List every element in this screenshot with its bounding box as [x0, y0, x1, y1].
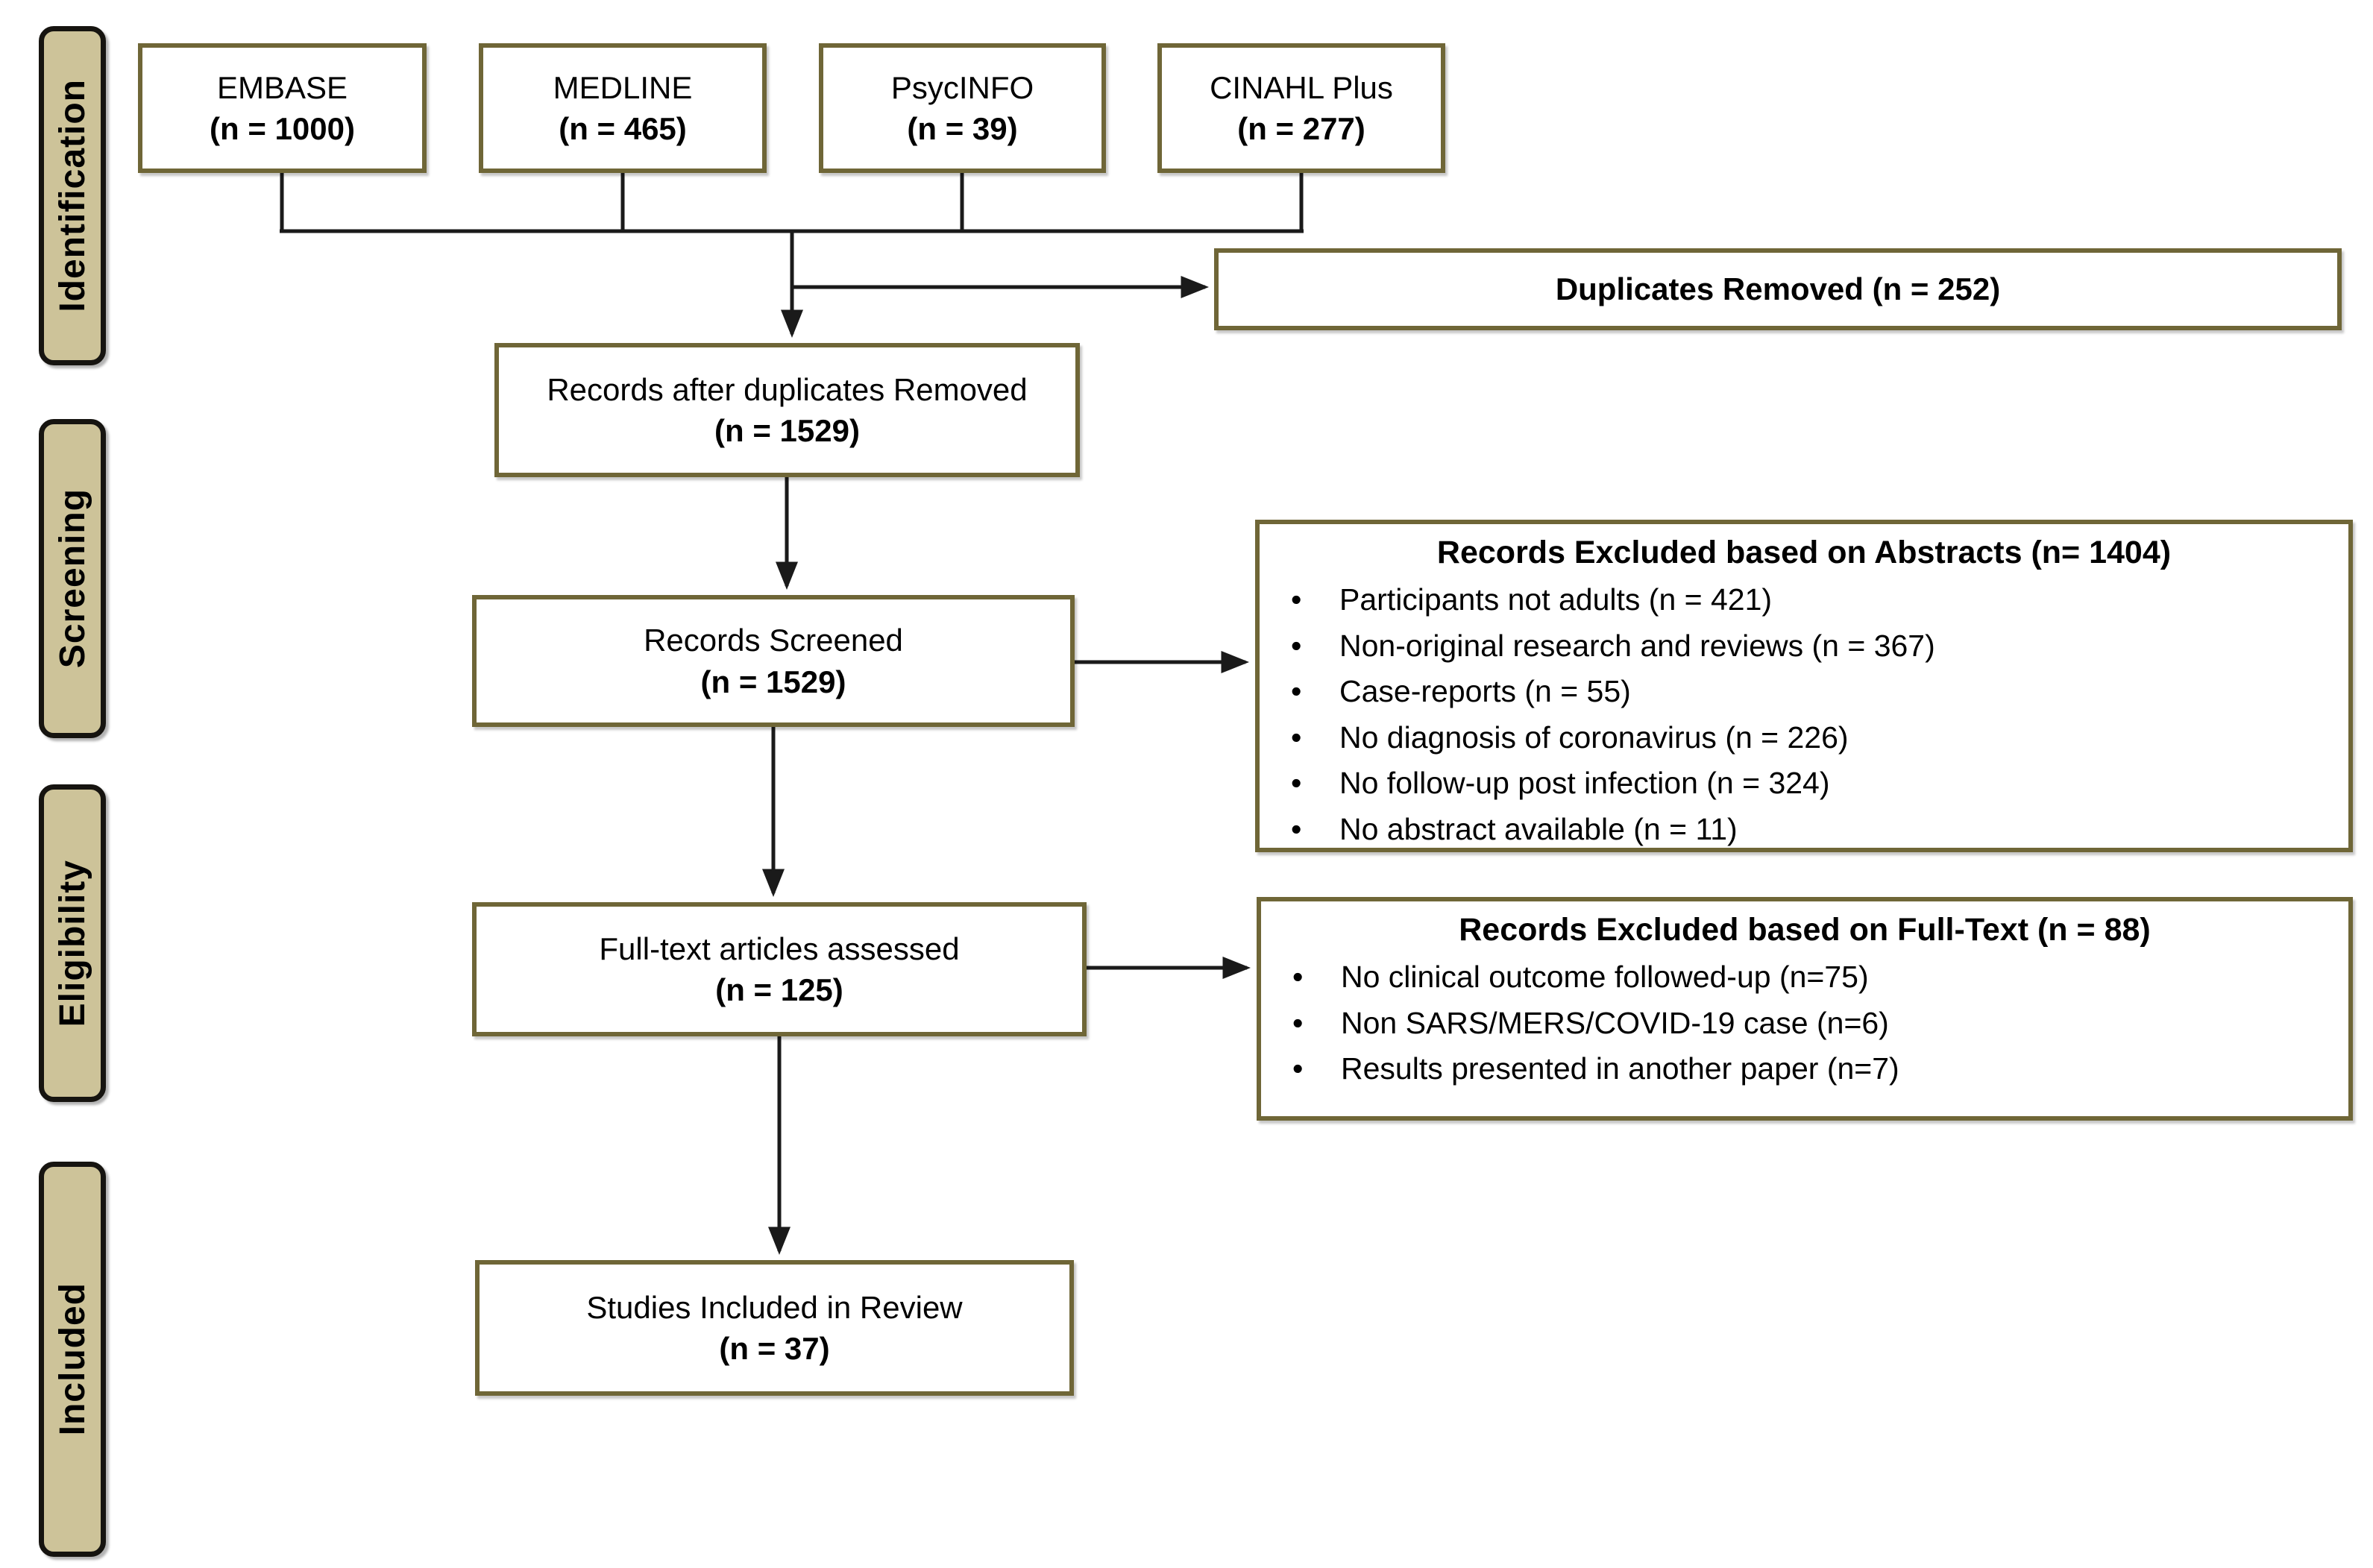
- source-name: CINAHL Plus: [1210, 69, 1393, 105]
- source-count: (n = 39): [907, 111, 1018, 146]
- stage-bar-included: Included: [39, 1162, 106, 1557]
- source-box-embase: EMBASE (n = 1000): [138, 43, 427, 173]
- abstracts-exclusion-title: Records Excluded based on Abstracts (n= …: [1436, 535, 2172, 570]
- studies-included-box: Studies Included in Review (n = 37): [475, 1260, 1074, 1396]
- duplicates-removed-box: Duplicates Removed (n = 252): [1214, 248, 2342, 330]
- source-box-cinahl-plus: CINAHL Plus (n = 277): [1157, 43, 1445, 173]
- source-count: (n = 277): [1237, 111, 1365, 146]
- abstracts-exclusion-item: No follow-up post infection (n = 324): [1260, 761, 2348, 807]
- studies-included-count: (n = 37): [719, 1331, 830, 1366]
- source-name: EMBASE: [216, 69, 348, 105]
- abstracts-exclusion-item: No diagnosis of coronavirus (n = 226): [1260, 715, 2348, 761]
- abstracts-exclusion-item: Non-original research and reviews (n = 3…: [1260, 623, 2348, 670]
- source-box-medline: MEDLINE (n = 465): [479, 43, 767, 173]
- source-name: PsycINFO: [890, 69, 1034, 105]
- stage-label-eligibility: Eligibility: [52, 859, 92, 1027]
- records-after-duplicates-box: Records after duplicates Removed (n = 15…: [494, 343, 1080, 477]
- records-after-duplicates-count: (n = 1529): [714, 413, 860, 448]
- full-text-assessed-count: (n = 125): [715, 972, 843, 1007]
- source-count: (n = 465): [559, 111, 687, 146]
- source-count: (n = 1000): [210, 111, 355, 146]
- full-text-exclusion-item: No clinical outcome followed-up (n=75): [1261, 954, 2348, 1001]
- full-text-assessed-label: Full-text articles assessed: [599, 931, 960, 966]
- records-screened-box: Records Screened (n = 1529): [472, 595, 1075, 727]
- stage-bar-screening: Screening: [39, 419, 106, 738]
- full-text-exclusion-item: Non SARS/MERS/COVID-19 case (n=6): [1261, 1001, 2348, 1047]
- abstracts-exclusion-item: Participants not adults (n = 421): [1260, 577, 2348, 623]
- full-text-exclusion-box: Records Excluded based on Full-Text (n =…: [1257, 897, 2353, 1121]
- full-text-exclusion-item: Results presented in another paper (n=7): [1261, 1046, 2348, 1092]
- source-box-psycinfo: PsycINFO (n = 39): [819, 43, 1106, 173]
- abstracts-exclusion-item: Case-reports (n = 55): [1260, 669, 2348, 715]
- stage-bar-identification: Identification: [39, 26, 106, 365]
- studies-included-label: Studies Included in Review: [586, 1289, 963, 1325]
- records-after-duplicates-label: Records after duplicates Removed: [547, 371, 1028, 407]
- abstracts-exclusion-item: No abstract available (n = 11): [1260, 807, 2348, 853]
- full-text-exclusion-title: Records Excluded based on Full-Text (n =…: [1459, 912, 2151, 948]
- stage-label-screening: Screening: [52, 488, 92, 669]
- stage-bar-eligibility: Eligibility: [39, 784, 106, 1102]
- abstracts-exclusion-list: Participants not adults (n = 421) Non-or…: [1260, 577, 2348, 852]
- records-screened-count: (n = 1529): [700, 664, 846, 699]
- full-text-assessed-box: Full-text articles assessed (n = 125): [472, 902, 1087, 1036]
- duplicates-removed-label: Duplicates Removed (n = 252): [1555, 271, 2001, 307]
- source-name: MEDLINE: [553, 69, 693, 105]
- stage-label-identification: Identification: [52, 79, 92, 312]
- stage-label-included: Included: [52, 1282, 92, 1436]
- abstracts-exclusion-box: Records Excluded based on Abstracts (n= …: [1255, 520, 2353, 852]
- records-screened-label: Records Screened: [644, 623, 903, 658]
- full-text-exclusion-list: No clinical outcome followed-up (n=75) N…: [1261, 954, 2348, 1092]
